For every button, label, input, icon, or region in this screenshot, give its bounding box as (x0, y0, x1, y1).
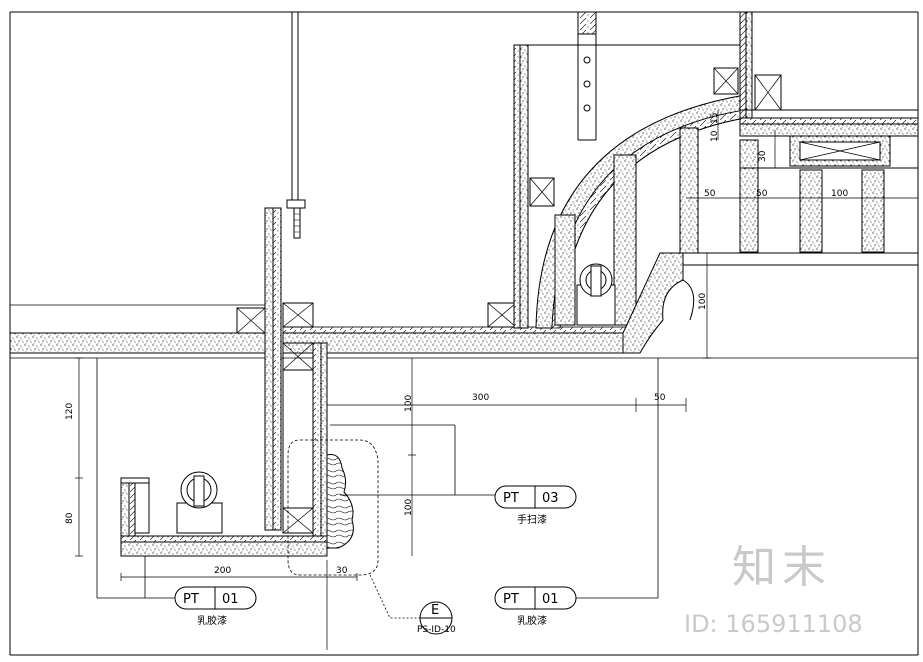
dim-50-right: 50 (654, 393, 666, 403)
upper-wall (513, 44, 745, 329)
dim-100-right: 100 (698, 293, 708, 310)
tag-pt01-right-code: PT (503, 592, 519, 607)
dim-100-lower: 100 (404, 499, 414, 516)
light-trough (120, 471, 328, 557)
tag-pt01-right-number: 01 (542, 592, 559, 607)
tag-pt03-number: 03 (542, 491, 559, 506)
tag-pt03-note: 手扫漆 (517, 513, 547, 526)
material-tag-pt03: PT 03 手扫漆 (494, 485, 577, 526)
detail-callout-letter: E (431, 603, 439, 618)
upper-right-structure (739, 11, 919, 253)
tag-pt01-left-code: PT (183, 592, 199, 607)
left-drop-wall (264, 207, 328, 549)
structural-slab (10, 304, 918, 359)
detail-callout-sheet: PS-ID-10 (417, 625, 456, 635)
tag-pt01-right-note: 乳胶漆 (517, 614, 547, 627)
dim-30-top: 30 (758, 150, 768, 162)
watermark-id: ID: 165911108 (684, 610, 863, 638)
dim-100-upper: 100 (404, 395, 414, 412)
dim-30: 30 (336, 566, 348, 576)
dim-120: 120 (65, 403, 75, 420)
section-callout-leader (96, 358, 659, 619)
dim-15: 15 (710, 113, 720, 124)
dim-100-top: 100 (831, 189, 848, 199)
tag-pt01-left-number: 01 (222, 592, 239, 607)
dimension-lines (75, 110, 918, 650)
watermark-brand: 知末 (732, 542, 832, 593)
arched-vault (535, 67, 918, 354)
tag-pt01-left-note: 乳胶漆 (197, 614, 227, 627)
dim-80: 80 (65, 512, 75, 524)
dim-50-a: 50 (704, 189, 716, 199)
dim-300: 300 (472, 393, 489, 403)
dim-200: 200 (214, 566, 231, 576)
dim-10: 10 (710, 130, 720, 142)
hanger-rods (286, 11, 597, 239)
detail-callout: E PS-ID-10 (417, 601, 456, 635)
material-tag-pt01-left: PT 01 乳胶漆 (174, 586, 257, 627)
material-tag-pt01-right: PT 01 乳胶漆 (494, 586, 577, 627)
wood-moulding (326, 454, 354, 549)
dim-50-b: 50 (756, 189, 768, 199)
tag-pt03-code: PT (503, 491, 519, 506)
